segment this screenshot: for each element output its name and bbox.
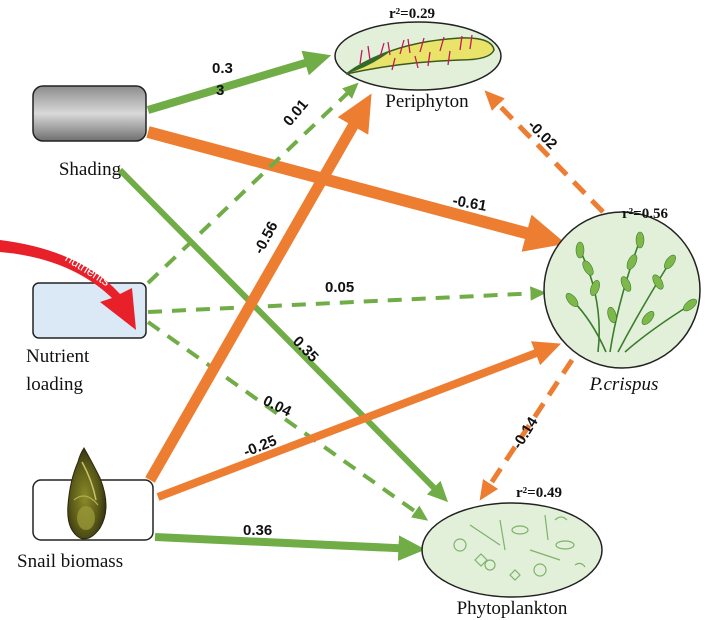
periphyton-r2: r²=0.29 [389,6,435,22]
shading-label: Shading [59,159,122,180]
coef-nutrient-phytoplankton: 0.04 [260,392,294,420]
shading-box [32,85,147,142]
snail-label: Snail biomass [17,551,123,572]
path-arrow-nutrient-phytoplankton [146,320,429,521]
coef-shading-pcrispus: -0.61 [451,192,488,215]
node-shading: Shading [32,85,147,180]
node-pcrispus: P.crispus r²=0.56 [543,206,701,395]
periphyton-leaf-icon [345,34,495,75]
phytoplankton-ellipse [421,502,603,598]
pcrispus-label: P.crispus [589,374,659,395]
coef-shading-phytoplankton: 0.35 [289,333,322,366]
phytoplankton-label: Phytoplankton [457,598,568,619]
path-arrow-snail-phytoplankton [154,533,426,561]
path-arrow-nutrient-pcrispus [147,286,547,314]
coef-snail-phytoplankton: 0.36 [243,522,272,539]
node-phytoplankton: Phytoplankton r²=0.49 [421,485,603,619]
path-arrow-shading-pcrispus [146,126,566,252]
pcrispus-leaves-icon [565,231,697,325]
path-arrow-shading-phytoplankton [117,167,449,503]
coef-nutrient-periphyton: 0.01 [280,96,312,129]
pcrispus-r2: r²=0.56 [622,206,668,222]
phytoplankton-r2: r²=0.49 [516,485,562,501]
node-snail-biomass: Snail biomass [17,447,154,572]
path-arrow-shading-periphyton [146,50,332,114]
coef-shading-periphyton-part2: 3 [216,82,224,99]
path-arrow-snail-pcrispus [156,341,561,501]
coef-nutrient-pcrispus: 0.05 [325,279,354,296]
nutrient-label-line2: loading [26,374,83,395]
path-arrow-pcrispus-periphyton [484,90,605,214]
nutrients-arrow-icon [0,240,136,330]
periphyton-label: Periphyton [385,91,469,112]
node-nutrient-loading: nutrients Nutrient loading [0,240,147,395]
path-arrow-snail-periphyton [145,93,372,483]
node-periphyton: Periphyton r²=0.29 [334,6,502,112]
coef-shading-periphyton-part1: 0.3 [212,60,233,77]
phytoplankton-cells-icon [453,514,586,581]
nutrient-label-line1: Nutrient [26,346,90,367]
coef-pcrispus-phytoplankton: -0.14 [509,414,542,453]
path-arrow-pcrispus-phytoplankton [479,358,575,501]
snail-shell-icon [67,447,107,540]
